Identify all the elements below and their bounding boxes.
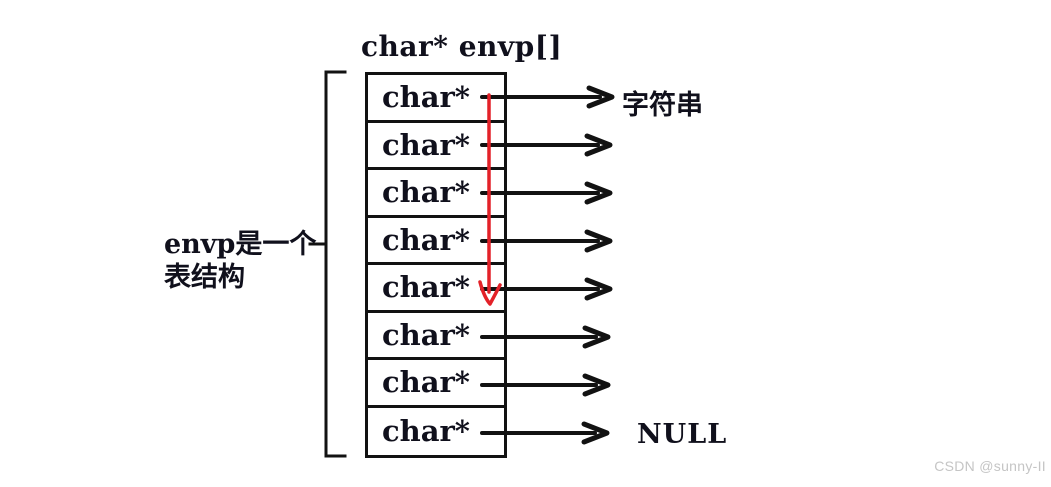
array-cell: char* xyxy=(368,265,504,313)
left-annotation-line1: envp是一个 xyxy=(164,229,317,260)
string-label: 字符串 xyxy=(622,90,703,121)
watermark: CSDN @sunny-II xyxy=(934,458,1046,474)
array-cell: char* xyxy=(368,360,504,408)
array-cell: char* xyxy=(368,313,504,360)
array-cell: char* xyxy=(368,170,504,218)
left-annotation: envp是一个 表结构 xyxy=(164,228,316,294)
envp-array-table: char* char* char* char* char* char* char… xyxy=(365,72,507,458)
array-cell: char* xyxy=(368,123,504,170)
left-annotation-line2: 表结构 xyxy=(164,262,245,293)
array-cell: char* xyxy=(382,414,470,449)
null-label: NULL xyxy=(637,419,728,450)
array-cell: char* xyxy=(368,75,504,123)
diagram-title: char* envp[] xyxy=(361,30,563,63)
array-cell: char* xyxy=(368,218,504,265)
